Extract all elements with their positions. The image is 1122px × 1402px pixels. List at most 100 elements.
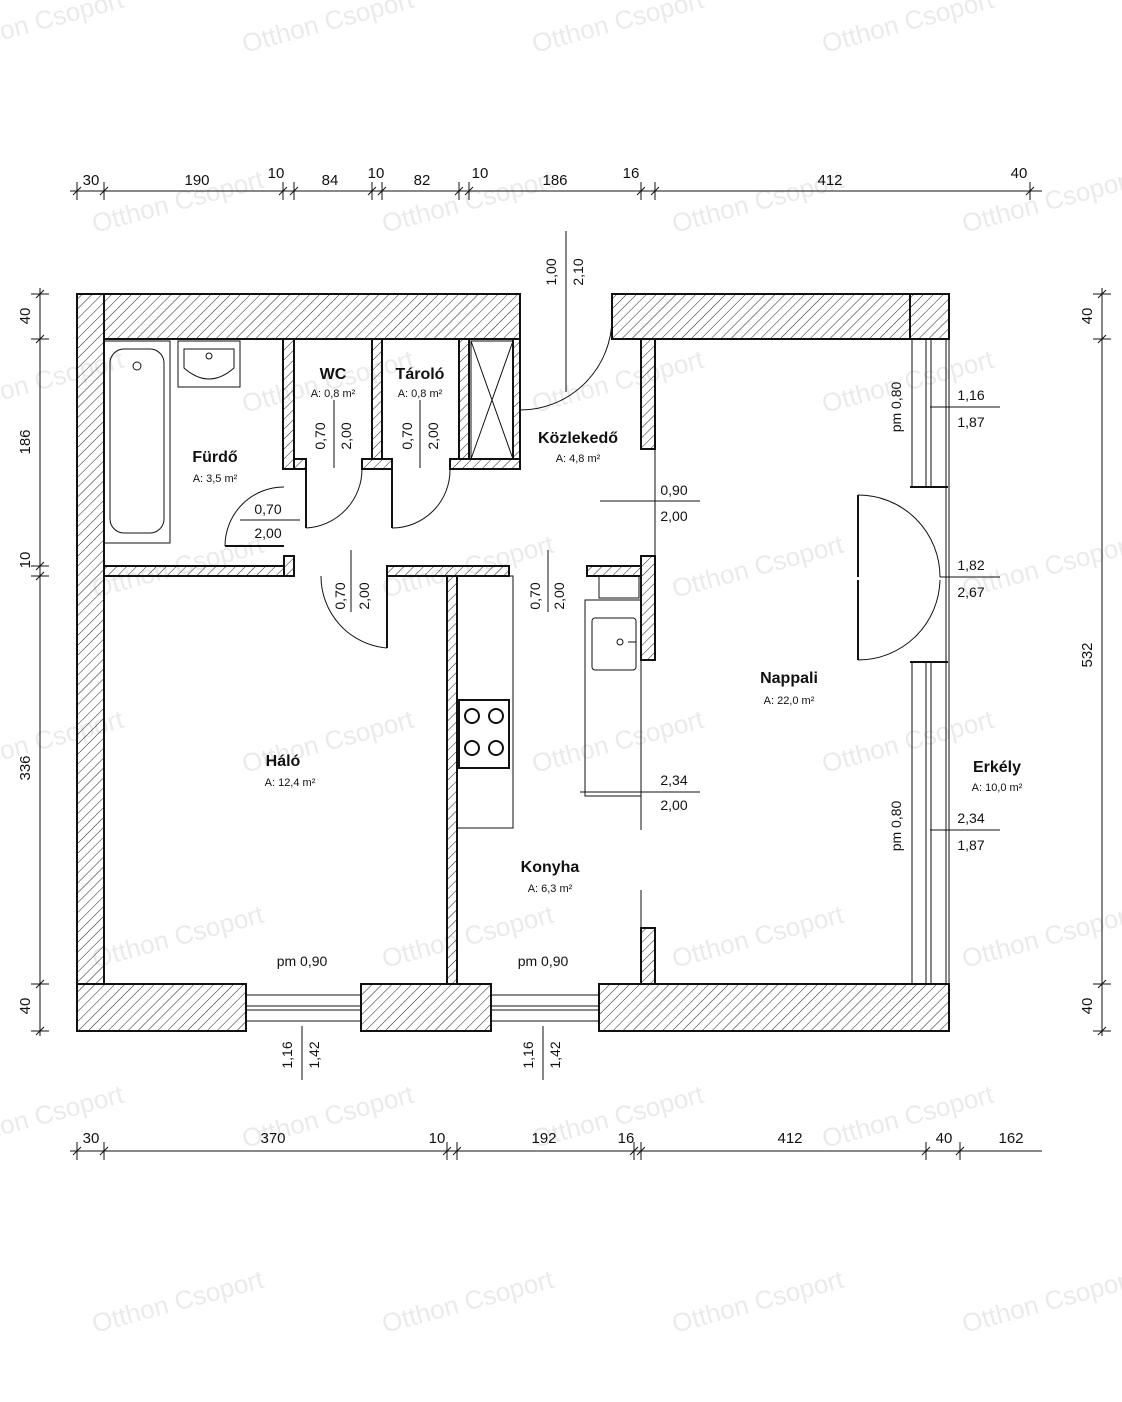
wall-bath-stub [283,555,295,577]
room-area-kozlekedo: A: 4,8 m² [556,453,601,465]
watermark-text: Otthon Csoport [819,704,998,779]
dimension-tick [442,1146,452,1156]
watermark-text: Otthon Csoport [89,899,268,974]
dimension-tick [921,1146,931,1156]
room-name-tarolo: Tároló [396,366,445,383]
kitchen-sink [591,617,637,671]
dimension-tick [452,1146,462,1156]
opening-marks [640,449,656,928]
watermark-text: Otthon Csoport [89,164,268,239]
outer-wall-left [76,293,105,1032]
tarolo-door-height: 2,00 [425,422,441,449]
dim-top-2: 190 [184,172,209,189]
kitchen-opening-width: 2,34 [660,772,687,788]
wall-shaft-bottom [449,458,521,470]
tarolo-door-width: 0,70 [399,422,415,449]
room-area-wc: A: 0,8 m² [311,388,356,400]
walls [76,293,950,1032]
wall-nappali-top [640,338,656,450]
watermark-text: Otthon Csoport [529,344,708,419]
doors [224,317,941,661]
dim-bottom-3: 10 [429,1130,446,1147]
watermark-text: Otthon Csoport [529,0,708,59]
room-name-furdo: Fürdő [192,449,238,466]
room-name-konyha: Konyha [521,859,580,876]
kitchen-door-height: 2,00 [551,582,567,609]
watermark-text: Otthon Csoport [239,704,418,779]
dim-left-5: 40 [17,998,34,1015]
opening-labels: 1,00 2,10 0,70 2,00 0,70 2,00 0,70 2,00 … [240,231,1000,1080]
window-nappali-bottom [911,661,947,985]
room-name-wc: WC [320,366,347,383]
bottom-window-sill: pm 0,80 [888,800,904,851]
dim-top-6: 82 [414,172,431,189]
watermark-text: Otthon Csoport [669,1264,848,1339]
dimension-tick [464,186,474,196]
dim-left-4: 336 [17,755,34,780]
dimension-tick [377,186,387,196]
kitchen-door-width: 0,70 [527,582,543,609]
dim-top-10: 412 [817,172,842,189]
watermark-text: Otthon Csoport [379,1264,558,1339]
dimension-tick [636,186,646,196]
top-window-sill: pm 0,80 [888,381,904,432]
wc-door-height: 2,00 [338,422,354,449]
watermark-text: Otthon Csoport [0,1079,127,1154]
dim-left-2: 186 [17,429,34,454]
dimension-tick [35,289,45,299]
outer-wall-bottom-3 [598,983,950,1032]
watermark-text: Otthon Csoport [959,1264,1122,1339]
dim-top-11: 40 [1011,165,1028,182]
dim-top-7: 10 [472,165,489,182]
dim-top-3: 10 [268,165,285,182]
dim-bottom-1: 30 [83,1130,100,1147]
halo-window-sill: pm 0,90 [277,953,328,969]
dim-top-8: 186 [542,172,567,189]
dimension-tick [1097,1026,1107,1036]
wall-nappali-mid [640,555,656,661]
room-name-erkely: Erkély [973,759,1021,776]
konyha-window-width: 1,16 [520,1041,536,1068]
wall-tarolo-bottom-stub [361,458,393,470]
konyha-window-height: 1,42 [547,1041,563,1068]
dimension-tick [278,186,288,196]
watermark-text: Otthon Csoport [959,164,1122,239]
dimension-tick [1097,289,1107,299]
wall-hall-kitchen-stub [586,565,642,577]
balcony-door-width: 1,82 [957,557,984,573]
halo-door-height: 2,00 [356,582,372,609]
dim-bottom-7: 40 [936,1130,953,1147]
dim-left-1: 40 [17,308,34,325]
left-dimensions: 40 186 10 336 40 [17,308,34,1015]
wall-halo-konyha [446,575,458,985]
bottom-window-width: 2,34 [957,810,984,826]
wc-door-width: 0,70 [312,422,328,449]
watermark-text: Otthon Csoport [819,1079,998,1154]
dimension-tick [35,1026,45,1036]
window-halo [245,994,362,1022]
dimension-tick [35,571,45,581]
kitchen-counter-left [456,575,514,829]
dimension-tick [35,561,45,571]
dimension-tick [35,334,45,344]
dim-top-9: 16 [623,165,640,182]
watermark-text: Otthon Csoport [669,899,848,974]
wall-bath-wc [282,338,295,470]
watermark-text: Otthon Csoport [669,529,848,604]
watermark-text: Otthon Csoport [239,344,418,419]
hall-opening-width: 0,90 [660,482,687,498]
room-area-erkely: A: 10,0 m² [972,782,1023,794]
watermark-text: Otthon Csoport [529,704,708,779]
dimension-ticks [31,182,1111,1160]
wall-nappali-bottom [640,927,656,985]
watermark-text: Otthon Csoport [0,344,127,419]
room-area-halo: A: 12,4 m² [265,777,316,789]
outer-wall-top-right [611,293,950,340]
hall-opening-height: 2,00 [660,508,687,524]
dimension-tick [72,186,82,196]
room-area-konyha: A: 6,3 m² [528,883,573,895]
watermark-text: Otthon Csoport [669,164,848,239]
entry-door-height: 2,10 [570,258,586,285]
